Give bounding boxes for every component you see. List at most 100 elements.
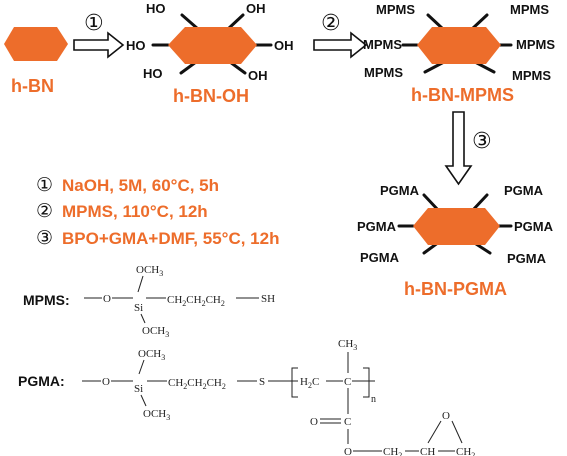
epoxide-ch2: CH2 [456,446,475,456]
pgma-group-mid-left: PGMA [357,219,397,234]
hbn-mpms-unit: MPMS MPMS MPMS MPMS MPMS MPMS h-BN-MPMS [363,2,555,105]
pgma-group-mid-right: PGMA [514,219,554,234]
condition-text: MPMS, 110°C, 12h [62,202,208,221]
oh-group-mid-left: HO [126,38,146,53]
step1-arrow-shape [73,31,125,59]
ch2-text: CH [168,377,183,389]
condition-item: ② MPMS, 110°C, 12h [36,200,208,222]
h-text: H [300,376,308,388]
ch3-text: CH [338,338,353,350]
ester-oxygen: O [344,446,352,456]
condition-item: ① NaOH, 5M, 60°C, 5h [36,174,219,196]
mpms-structure-label: MPMS: [23,292,70,308]
step3-arrow: ③ [444,111,492,186]
ch2-text: CH [456,446,471,456]
mpms-group-mid-left: MPMS [363,37,402,52]
hbn-pgma-hexagon [413,208,500,245]
hbn-mpms-label: h-BN-MPMS [411,85,514,105]
hbn-mpms-hexagon [417,27,501,64]
ch3-subscript: 3 [353,343,357,352]
condition-number: ③ [36,227,53,249]
c-text: C [312,376,319,388]
h2c-subscript: 2 [308,381,312,390]
ch2-text: CH [186,294,201,306]
ch2-subscript: 2 [182,299,186,308]
hbn-pgma-label: h-BN-PGMA [404,279,507,299]
pgma-sulfur: S [259,376,265,388]
och3-subscript: 3 [161,353,165,362]
pgma-silicon: Si [134,383,143,395]
step2-arrow: ② [313,11,368,59]
mpms-group-bottom-left: MPMS [364,65,403,80]
mpms-propyl-chain: CH2CH2CH2 [167,294,225,308]
repeat-unit-h2c: H2C [300,376,319,390]
pgma-group-top-right: PGMA [504,183,544,198]
mpms-silicon: Si [134,302,143,314]
hbn-oh-label: h-BN-OH [173,86,249,106]
condition-number: ① [36,174,53,196]
condition-text: NaOH, 5M, 60°C, 5h [62,176,219,195]
ch2-text: CH [206,294,221,306]
mpms-group-top-left: MPMS [376,2,415,17]
glycidyl-chain: CH2 [383,446,402,456]
hbn-pgma-unit: PGMA PGMA PGMA PGMA PGMA PGMA h-BN-PGMA [357,183,554,299]
mpms-group-bottom-right: MPMS [512,68,551,83]
epoxide-ch: CH [420,446,435,456]
pgma-och3-bottom: OCH3 [143,408,170,422]
mpms-group-mid-right: MPMS [516,37,555,52]
mpms-och3-top: OCH3 [136,264,163,278]
carbonyl-oxygen: O [310,416,318,428]
backbone-methyl: CH3 [338,338,357,352]
step2-arrow-shape [313,31,368,59]
mpms-och3-bottom: OCH3 [142,325,169,339]
repeat-bracket-left [291,367,298,398]
pgma-group-bottom-left: PGMA [360,250,400,265]
ch2-subscript: 2 [221,299,225,308]
mpms-structure: MPMS: O OCH3 Si OCH3 CH2CH2CH2 SH [23,264,275,339]
ch2-text: CH [187,377,202,389]
oh-group-top-left: HO [146,1,166,16]
hbn-oh-hexagon [168,27,257,64]
pgma-structure: PGMA: O OCH3 Si OCH3 CH2CH2CH2 S H2C C n [18,338,475,456]
repeat-bracket-right [363,367,370,398]
ch2-subscript: 2 [222,382,226,391]
hbn-oh-unit: HO HO HO OH OH OH h-BN-OH [126,1,294,106]
ch2-subscript: 2 [202,299,206,308]
condition-text: BPO+GMA+DMF, 55°C, 12h [62,229,279,248]
ch2-subscript: 2 [203,382,207,391]
step1-number: ① [84,11,104,36]
pgma-group-bottom-right: PGMA [507,251,547,266]
ester-carbon: C [344,416,351,428]
ch2-text: CH [207,377,222,389]
ch2-subscript: 2 [471,451,475,456]
oh-group-bottom-left: HO [143,66,163,81]
ch2-text: CH [383,446,398,456]
pgma-oxygen: O [102,376,110,388]
repeat-unit-carbon: C [344,376,351,388]
condition-item: ③ BPO+GMA+DMF, 55°C, 12h [36,227,279,249]
pgma-propyl-chain: CH2CH2CH2 [168,377,226,391]
och3-subscript: 3 [166,413,170,422]
step2-number: ② [321,11,341,36]
pgma-structure-label: PGMA: [18,373,65,389]
mpms-oxygen: O [103,293,111,305]
step1-arrow: ① [73,11,125,59]
hbn-label: h-BN [11,76,54,96]
och3-text: OCH [136,264,159,276]
ch2-subscript: 2 [183,382,187,391]
oh-group-mid-right: OH [274,38,294,53]
conditions-list: ① NaOH, 5M, 60°C, 5h ② MPMS, 110°C, 12h … [36,174,279,249]
och3-text: OCH [138,348,161,360]
repeat-count: n [371,394,376,405]
och3-text: OCH [142,325,165,337]
condition-number: ② [36,200,53,222]
epoxide-oxygen: O [442,410,450,422]
pgma-group-top-left: PGMA [380,183,420,198]
och3-text: OCH [143,408,166,420]
och3-subscript: 3 [159,269,163,278]
mpms-group-top-right: MPMS [510,2,549,17]
hbn-hexagon [4,27,68,61]
oh-group-bottom-right: OH [248,68,268,83]
oh-group-top-right: OH [246,1,266,16]
